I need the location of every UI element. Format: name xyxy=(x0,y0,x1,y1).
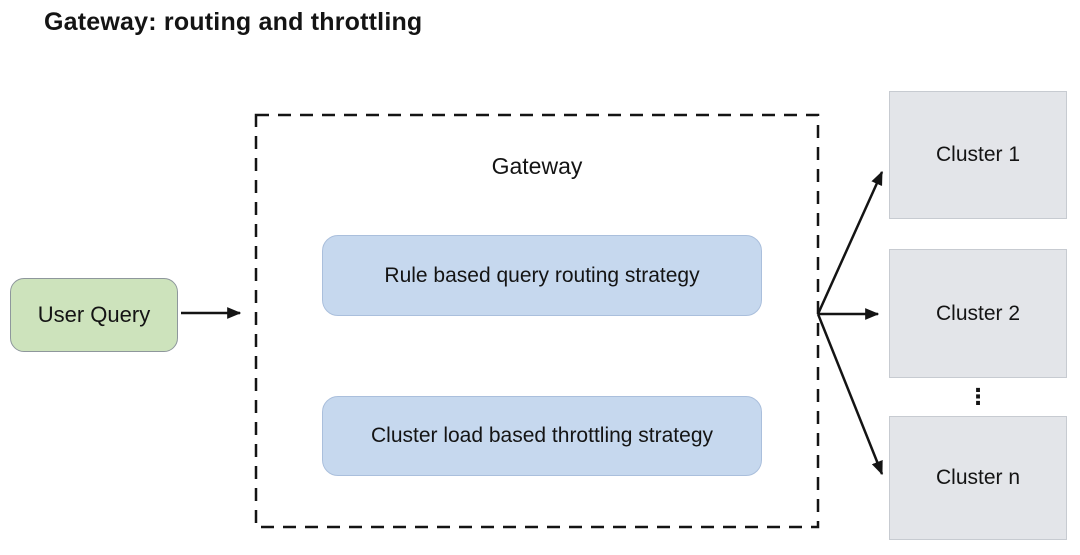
node-rule-based-routing-strategy: Rule based query routing strategy xyxy=(322,235,762,316)
node-user-query-label: User Query xyxy=(37,302,151,327)
node-cluster-1: Cluster 1 xyxy=(889,91,1067,219)
arrow-gateway-to-cluster-1 xyxy=(816,170,884,315)
node-cluster-2: Cluster 2 xyxy=(889,249,1067,378)
node-cluster-load-throttling-strategy-label: Cluster load based throttling strategy xyxy=(370,424,714,447)
node-cluster-n: Cluster n xyxy=(889,416,1067,540)
node-cluster-2-label: Cluster 2 xyxy=(935,301,1021,325)
cluster-ellipsis: ⋮ xyxy=(967,384,989,409)
node-user-query: User Query xyxy=(10,278,178,352)
page-title: Gateway: routing and throttling xyxy=(44,8,423,36)
arrow-gateway-to-cluster-n xyxy=(816,313,884,476)
node-cluster-n-label: Cluster n xyxy=(935,466,1021,489)
gateway-label: Gateway xyxy=(491,153,583,179)
node-rule-based-routing-strategy-label: Rule based query routing strategy xyxy=(384,263,700,287)
node-cluster-load-throttling-strategy: Cluster load based throttling strategy xyxy=(322,396,762,476)
node-cluster-1-label: Cluster 1 xyxy=(935,143,1021,166)
